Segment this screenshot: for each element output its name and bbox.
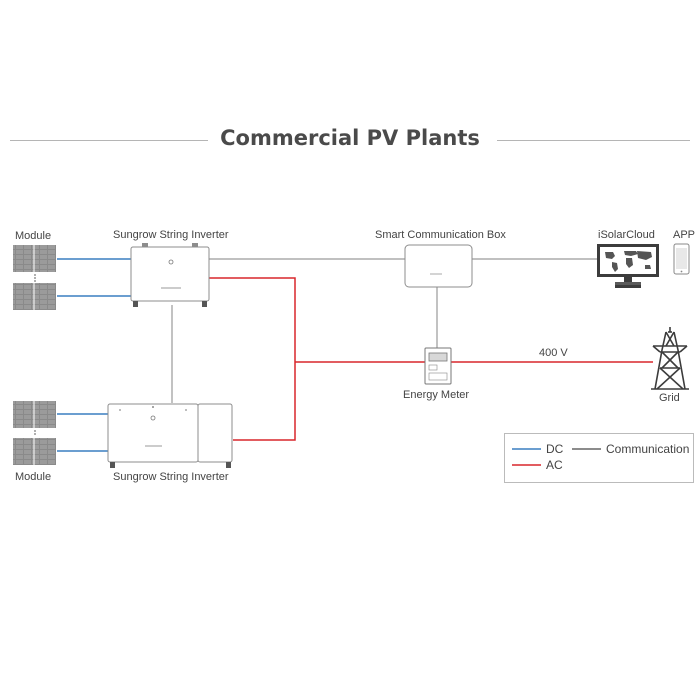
inverter-label-bottom: Sungrow String Inverter bbox=[113, 471, 229, 483]
module-label-top: Module bbox=[15, 230, 52, 242]
title-bar: Commercial PV Plants bbox=[0, 122, 700, 158]
energy-meter-icon bbox=[424, 347, 452, 385]
title-rule-left bbox=[10, 140, 215, 141]
comm-box-icon bbox=[404, 244, 473, 288]
solar-module-icon bbox=[13, 245, 56, 310]
inverter-icon bbox=[130, 243, 210, 307]
voltage-label: 400 V bbox=[539, 347, 568, 359]
phone-icon bbox=[673, 243, 690, 275]
legend bbox=[504, 433, 694, 483]
grid-label: Grid bbox=[659, 392, 680, 404]
module-label-bottom: Module bbox=[15, 471, 52, 483]
comm-box-label: Smart Communication Box bbox=[375, 229, 506, 241]
meter-label: Energy Meter bbox=[403, 389, 470, 401]
inverter-icon bbox=[107, 403, 233, 468]
solar-module-icon bbox=[13, 401, 56, 465]
ac-line-top-inverter bbox=[209, 277, 296, 441]
legend-comm-label: Communication bbox=[606, 442, 690, 456]
grid-tower-icon bbox=[651, 327, 689, 390]
inverter-label-top: Sungrow String Inverter bbox=[113, 229, 229, 241]
app-label: APP bbox=[673, 229, 696, 241]
page-title: Commercial PV Plants bbox=[0, 126, 700, 150]
legend-ac-label: AC bbox=[546, 458, 563, 472]
legend-dc-label: DC bbox=[546, 442, 564, 456]
cloud-label: iSolarCloud bbox=[598, 229, 655, 241]
monitor-icon bbox=[597, 244, 659, 288]
title-rule-right bbox=[497, 140, 690, 141]
